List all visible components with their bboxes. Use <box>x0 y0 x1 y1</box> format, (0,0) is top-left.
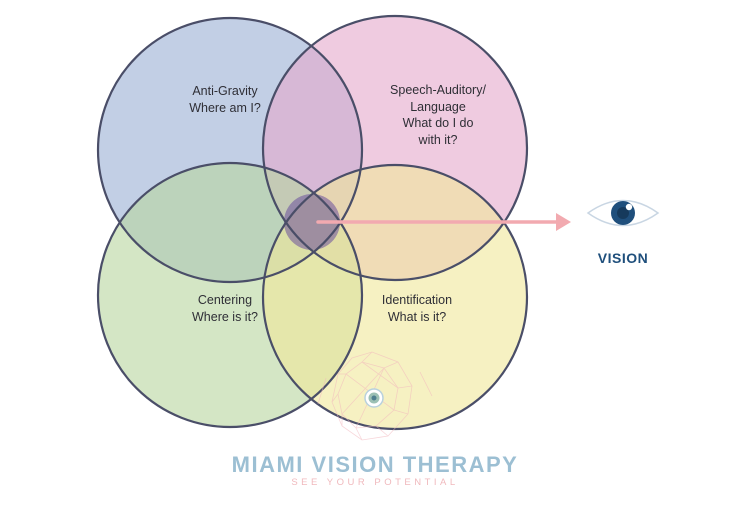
label-line: Anti-Gravity <box>192 84 258 98</box>
label-line: Language <box>410 99 466 114</box>
eye-icon <box>586 199 660 227</box>
label-line: Speech-Auditory/ <box>390 83 486 97</box>
label-line: Where am I? <box>189 100 261 115</box>
label-line: What do I do <box>402 116 474 130</box>
arrow-to-vision <box>316 213 571 231</box>
outline-speech <box>261 14 529 282</box>
label-line: Identification <box>381 293 453 307</box>
outline-identification <box>261 163 529 431</box>
logo-eye-icon <box>364 388 384 408</box>
label-line: What is it? <box>387 309 447 324</box>
label-line: Centering <box>197 293 253 307</box>
label-line: with it? <box>418 132 458 147</box>
brand-title: MIAMI VISION THERAPY <box>231 452 519 477</box>
vision-label: VISION <box>597 250 649 266</box>
label-line: Where is it? <box>192 309 258 324</box>
outline-anti-gravity <box>96 16 364 284</box>
logo-watermark <box>317 351 433 441</box>
outline-centering <box>96 161 364 429</box>
brand-tagline: SEE YOUR POTENTIAL <box>291 477 459 488</box>
